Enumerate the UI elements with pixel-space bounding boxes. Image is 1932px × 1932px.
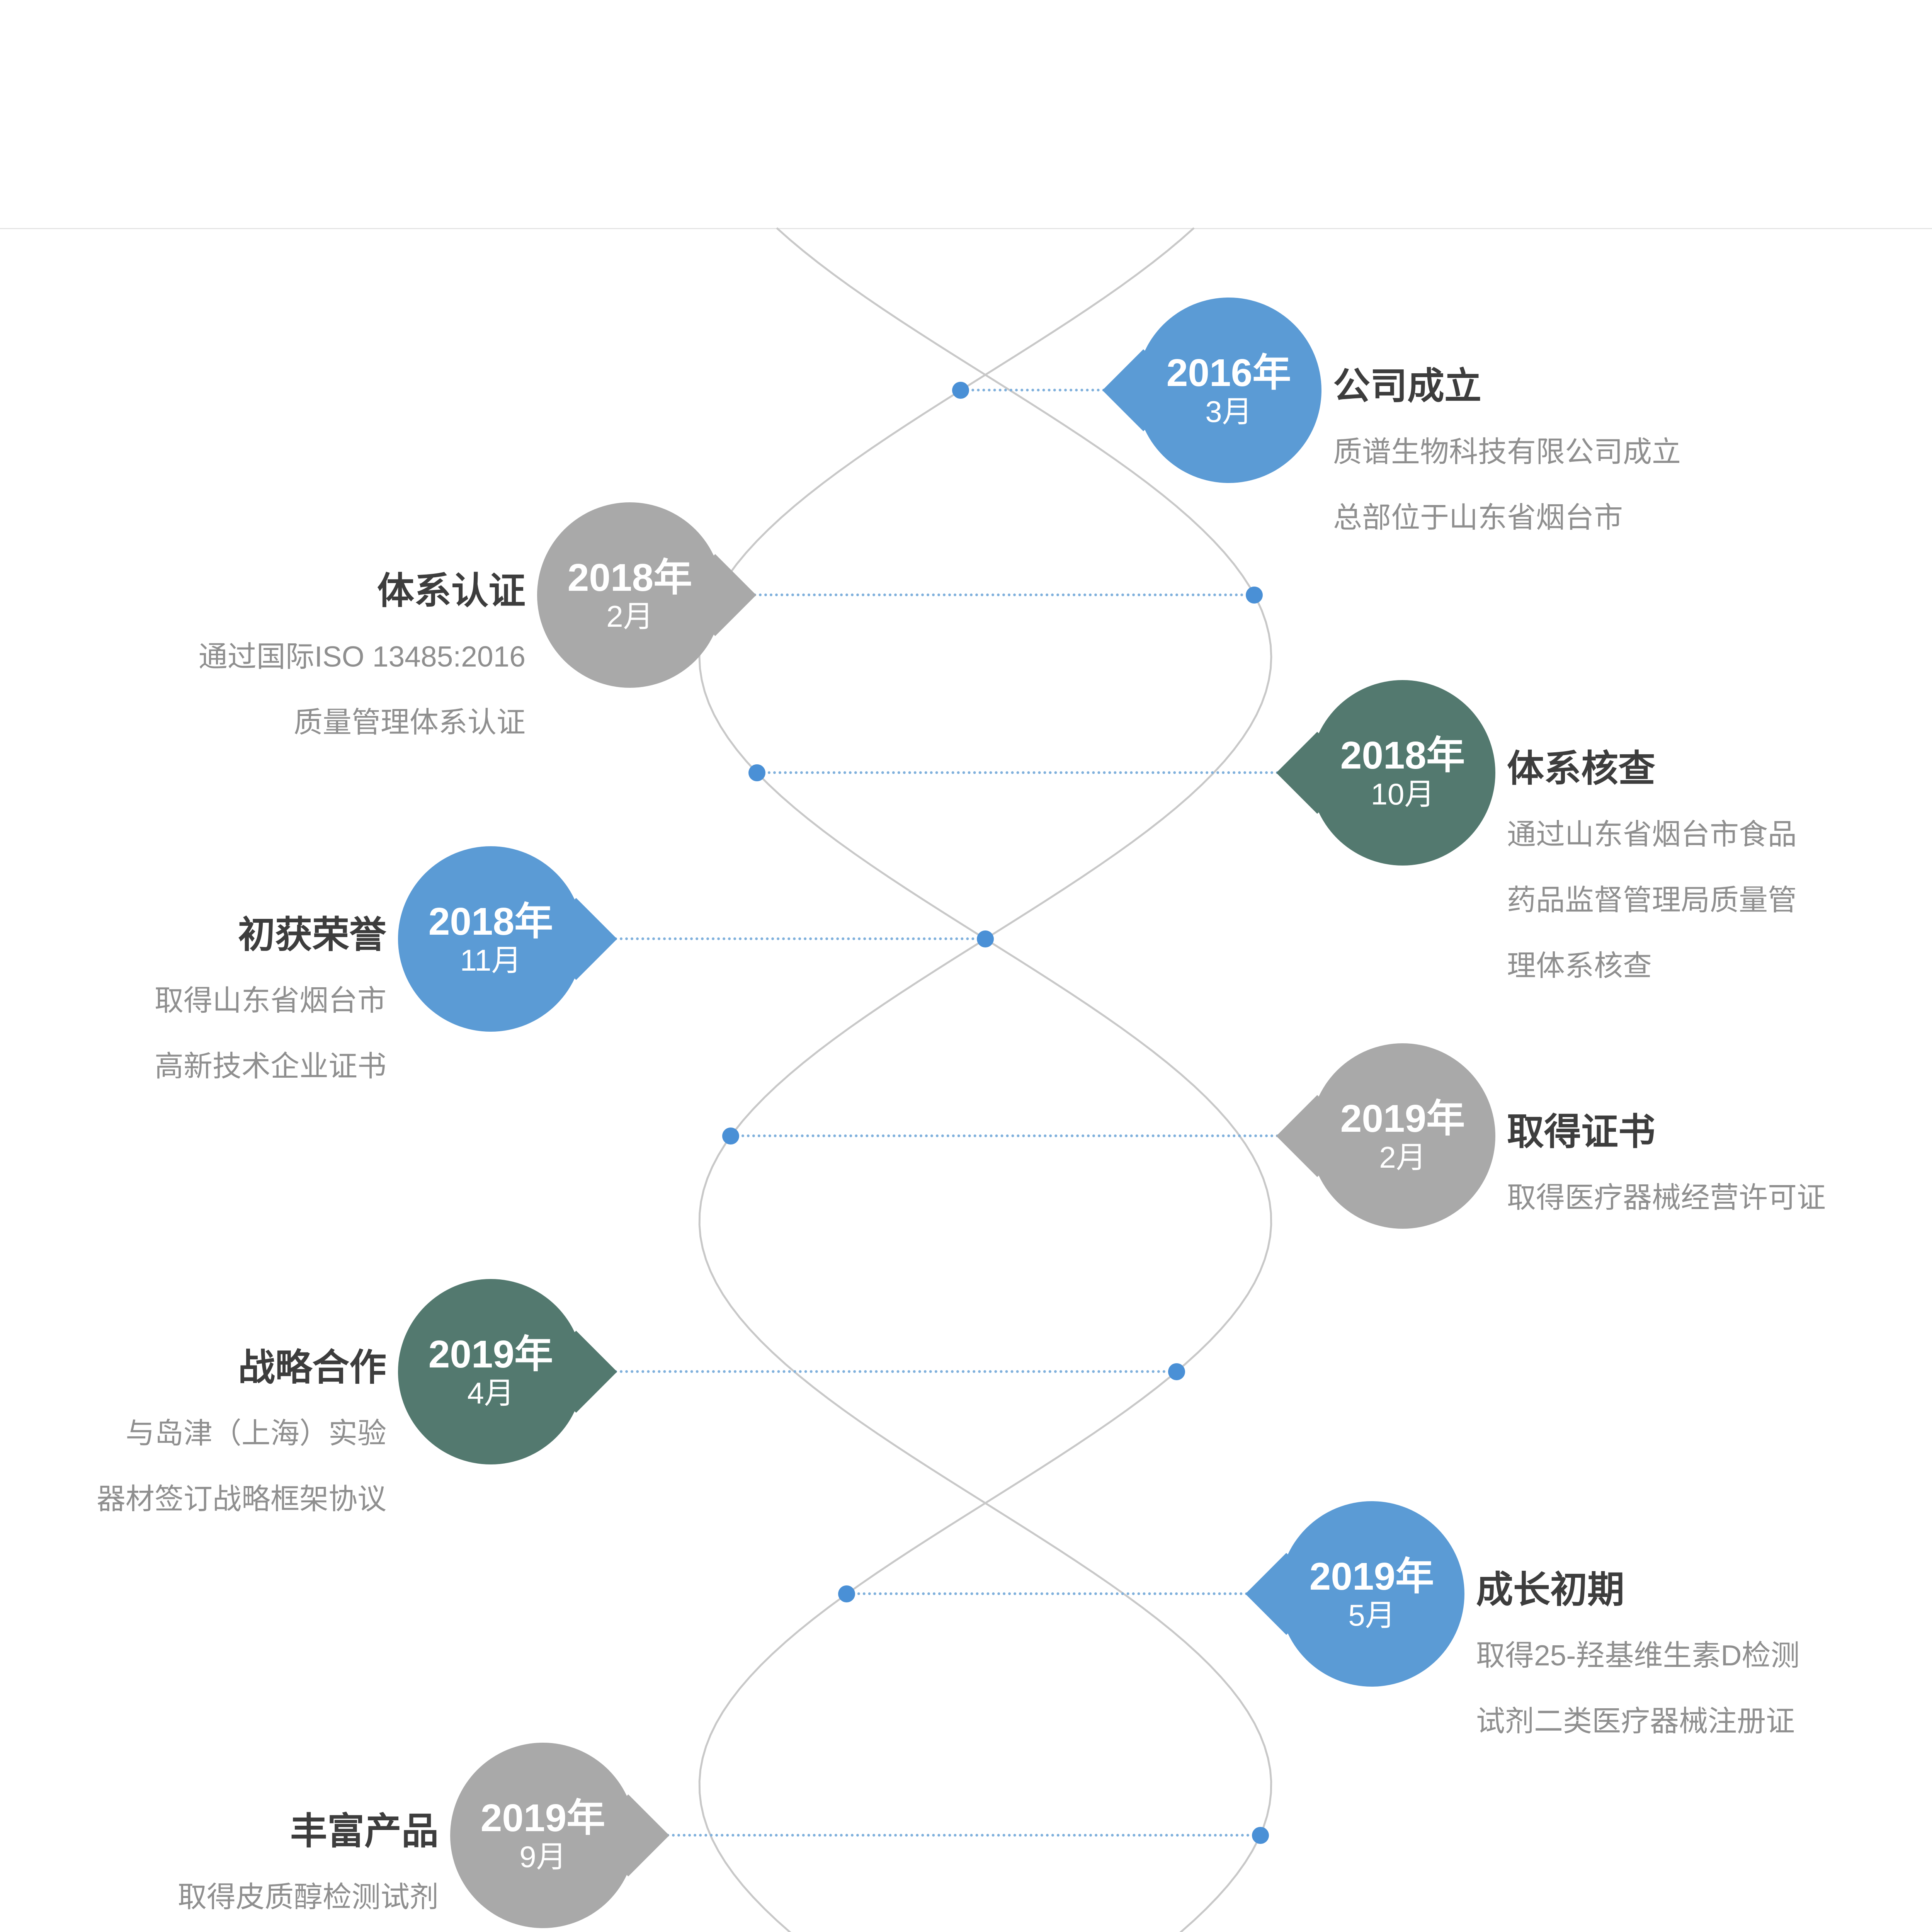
milestone-month: 11月	[460, 943, 522, 978]
milestone-marker: 2016年 3月	[1102, 298, 1321, 483]
description-line: 二类医疗器械注册证	[178, 1930, 439, 1932]
milestone-month: 3月	[1205, 395, 1252, 429]
timeline-dot	[1246, 587, 1263, 604]
description-line: 通过山东省烟台市食品	[1507, 818, 1797, 850]
milestone-marker: 2018年 2月	[537, 502, 757, 688]
timeline-dot	[722, 1128, 739, 1145]
description-line: 通过国际ISO 13485:2016	[198, 640, 526, 673]
description-line: 取得医疗器械经营许可证	[1507, 1181, 1826, 1214]
milestone-month: 2月	[1379, 1140, 1426, 1175]
connector-line	[757, 771, 1279, 774]
timeline-dot	[952, 382, 969, 399]
milestone-month: 5月	[1348, 1598, 1395, 1633]
milestone-info: 取得证书 取得医疗器械经营许可证	[1507, 1111, 1826, 1230]
milestone-year: 2018年	[1340, 734, 1465, 777]
milestone-description: 取得25-羟基维生素D检测 试剂二类医疗器械注册证	[1476, 1622, 1800, 1754]
milestone-marker: 2018年 10月	[1276, 680, 1495, 866]
milestone-info: 公司成立 质谱生物科技有限公司成立 总部位于山东省烟台市	[1333, 365, 1681, 550]
milestone-year: 2018年	[567, 556, 692, 600]
description-line: 总部位于山东省烟台市	[1333, 501, 1623, 534]
connector-line	[614, 1370, 1177, 1373]
milestone-info: 战略合作 与岛津（上海）实验 器材签订战略框架协议	[97, 1346, 386, 1532]
milestone-info: 初获荣誉 取得山东省烟台市 高新技术企业证书	[155, 913, 386, 1099]
milestone-month: 2月	[606, 599, 653, 634]
timeline-dot	[1168, 1363, 1185, 1380]
marker-label: 2019年 9月	[450, 1743, 636, 1928]
connector-line	[753, 594, 1254, 596]
milestone-title: 初获荣誉	[238, 914, 386, 956]
milestone-title: 公司成立	[1333, 366, 1481, 407]
milestone-marker: 2019年 9月	[450, 1743, 670, 1928]
milestone-year: 2019年	[1340, 1097, 1465, 1141]
milestone-info: 体系认证 通过国际ISO 13485:2016 质量管理体系认证	[199, 570, 526, 755]
marker-label: 2019年 5月	[1279, 1501, 1464, 1687]
milestone-year: 2019年	[480, 1796, 605, 1840]
marker-label: 2018年 10月	[1310, 680, 1495, 866]
description-line: 试剂二类医疗器械注册证	[1476, 1705, 1795, 1737]
milestone-description: 质谱生物科技有限公司成立 总部位于山东省烟台市	[1333, 419, 1681, 550]
connector-line	[961, 389, 1105, 391]
top-divider-line	[0, 228, 1932, 229]
connector-line	[614, 937, 985, 940]
milestone-year: 2019年	[1309, 1555, 1434, 1599]
description-line: 理体系核查	[1507, 949, 1652, 982]
milestone-description: 取得山东省烟台市 高新技术企业证书	[155, 968, 386, 1099]
connector-line	[731, 1134, 1279, 1137]
milestone-year: 2018年	[428, 900, 553, 944]
marker-label: 2018年 2月	[537, 502, 723, 688]
milestone-title: 体系认证	[377, 570, 526, 612]
milestone-year: 2019年	[428, 1333, 553, 1376]
timeline-dot	[1252, 1827, 1269, 1844]
description-line: 取得山东省烟台市	[154, 984, 386, 1017]
milestone-month: 10月	[1371, 777, 1435, 811]
description-line: 质量管理体系认证	[293, 706, 526, 738]
milestone-info: 体系核查 通过山东省烟台市食品 药品监督管理局质量管 理体系核查	[1507, 747, 1797, 998]
milestone-title: 战略合作	[238, 1347, 386, 1388]
marker-label: 2016年 3月	[1136, 298, 1321, 483]
description-line: 质谱生物科技有限公司成立	[1333, 435, 1681, 468]
timeline-dot	[748, 764, 765, 781]
milestone-marker: 2019年 4月	[398, 1279, 617, 1464]
milestone-title: 体系核查	[1507, 748, 1655, 789]
description-line: 取得25-羟基维生素D检测	[1476, 1639, 1800, 1672]
connector-line	[847, 1592, 1248, 1595]
milestone-marker: 2019年 2月	[1276, 1043, 1495, 1229]
milestone-month: 9月	[519, 1840, 566, 1874]
description-line: 器材签订战略框架协议	[96, 1483, 386, 1515]
milestone-description: 通过山东省烟台市食品 药品监督管理局质量管 理体系核查	[1507, 801, 1797, 998]
milestone-description: 取得皮质醇检测试剂 二类医疗器械注册证	[178, 1864, 439, 1932]
description-line: 与岛津（上海）实验	[125, 1417, 386, 1449]
milestone-description: 与岛津（上海）实验 器材签订战略框架协议	[97, 1400, 386, 1532]
milestone-title: 丰富产品	[290, 1811, 439, 1852]
milestone-marker: 2019年 5月	[1245, 1501, 1464, 1687]
marker-label: 2019年 4月	[398, 1279, 583, 1464]
description-line: 高新技术企业证书	[154, 1050, 386, 1082]
description-line: 药品监督管理局质量管	[1507, 884, 1797, 916]
description-line: 取得皮质醇检测试剂	[177, 1881, 439, 1913]
marker-label: 2019年 2月	[1310, 1043, 1495, 1229]
milestone-description: 取得医疗器械经营许可证	[1507, 1165, 1826, 1230]
milestone-info: 成长初期 取得25-羟基维生素D检测 试剂二类医疗器械注册证	[1476, 1568, 1800, 1754]
timeline-dot	[838, 1585, 855, 1602]
milestone-title: 成长初期	[1476, 1569, 1624, 1611]
milestone-marker: 2018年 11月	[398, 846, 617, 1032]
milestone-title: 取得证书	[1507, 1111, 1655, 1153]
milestone-year: 2016年	[1166, 351, 1291, 395]
milestone-info: 丰富产品 取得皮质醇检测试剂 二类医疗器械注册证	[178, 1810, 439, 1932]
marker-label: 2018年 11月	[398, 846, 583, 1032]
milestone-description: 通过国际ISO 13485:2016 质量管理体系认证	[199, 624, 526, 755]
connector-line	[667, 1834, 1260, 1837]
timeline-dot	[977, 930, 994, 947]
milestone-month: 4月	[467, 1376, 514, 1410]
